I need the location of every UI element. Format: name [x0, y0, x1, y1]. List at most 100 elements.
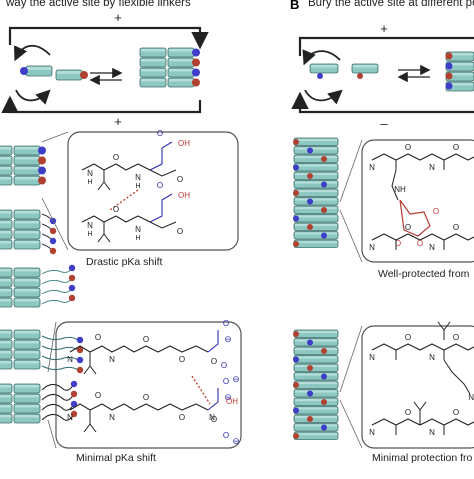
- cap-sphere: [317, 73, 323, 79]
- atom-label: ⊖: [232, 436, 240, 446]
- atom-label: O: [177, 227, 183, 236]
- atom-label: N: [135, 225, 141, 234]
- panel-a-title: way the active site by flexible linkers: [6, 0, 191, 9]
- rod: [0, 340, 12, 349]
- cap-sphere: [50, 218, 56, 224]
- bond: [150, 142, 172, 170]
- panel-a-bottom-loop: [10, 100, 200, 112]
- cap-sphere: [69, 275, 75, 281]
- rod-highlight: [15, 395, 39, 398]
- panel-b-inset-bottom-zoom-lines: [340, 326, 362, 448]
- rod: [294, 415, 338, 423]
- rod: [294, 330, 338, 338]
- rod-highlight: [15, 269, 39, 272]
- rod-highlight: [0, 241, 11, 244]
- rod: [0, 278, 12, 287]
- atom-label: N: [67, 413, 73, 422]
- cap-sphere: [307, 224, 313, 230]
- cap-sphere: [446, 63, 453, 70]
- cap-sphere: [69, 295, 75, 301]
- atom-label: N: [67, 355, 73, 364]
- atom-label: O: [223, 319, 229, 328]
- rod-highlight: [0, 385, 11, 388]
- panel-b-letter: B: [290, 0, 299, 12]
- atom-label: NH: [468, 393, 474, 402]
- rod: [14, 298, 40, 307]
- rod: [14, 288, 40, 297]
- rod-highlight: [295, 408, 337, 410]
- rod-highlight: [0, 221, 11, 224]
- rod: [14, 350, 40, 359]
- cap-sphere: [293, 382, 299, 388]
- rod-highlight: [15, 385, 39, 388]
- rod: [0, 268, 12, 277]
- rod: [140, 68, 166, 77]
- rod-highlight: [15, 241, 39, 244]
- cap-sphere: [293, 165, 299, 171]
- rod-highlight: [15, 177, 39, 180]
- rod-highlight: [0, 211, 11, 214]
- rod: [0, 288, 12, 297]
- rod: [14, 340, 40, 349]
- rod-highlight: [295, 433, 337, 435]
- rod: [294, 223, 338, 231]
- rod-highlight: [0, 415, 11, 418]
- atom-label: O: [405, 333, 411, 342]
- rod-highlight: [0, 269, 11, 272]
- rod-highlight: [141, 69, 165, 72]
- rod: [294, 138, 338, 146]
- panel-a-monomers: [20, 66, 88, 80]
- panel-a-caption-top: Drastic pKa shift: [86, 256, 162, 268]
- atom-label: O: [143, 393, 149, 402]
- atom-label: N: [429, 243, 435, 252]
- rod: [14, 360, 40, 369]
- bond: [90, 424, 96, 432]
- cap-sphere: [38, 177, 46, 185]
- rod-highlight: [57, 71, 81, 74]
- rod: [294, 189, 338, 197]
- atom-label: O: [223, 377, 229, 386]
- rod-highlight: [295, 331, 337, 333]
- panel-b-inset-top-zoom-lines: [340, 140, 362, 262]
- rod: [0, 176, 12, 185]
- atom-label: N: [369, 163, 375, 172]
- atom-label: O: [113, 153, 119, 162]
- cap-sphere: [192, 79, 200, 87]
- rod: [14, 414, 40, 423]
- rod: [294, 240, 338, 248]
- rod: [294, 398, 338, 406]
- rod: [14, 176, 40, 185]
- cap-sphere: [321, 233, 327, 239]
- rod-highlight: [15, 299, 39, 302]
- cap-sphere: [192, 49, 200, 57]
- rod: [140, 48, 166, 57]
- atom-label: O: [453, 333, 459, 342]
- rod: [14, 404, 40, 413]
- panel-b-assembly: [446, 52, 474, 91]
- rod: [294, 164, 338, 172]
- rod: [0, 384, 12, 393]
- rod: [294, 172, 338, 180]
- bond: [414, 402, 420, 425]
- rod-highlight: [295, 207, 337, 209]
- atom-label: H: [135, 183, 140, 190]
- hydrogen-bond: [192, 376, 210, 404]
- rod: [14, 220, 40, 229]
- panel-a-caption-bottom: Minimal pKa shift: [76, 452, 156, 464]
- rod-highlight: [295, 357, 337, 359]
- rod: [294, 155, 338, 163]
- rod-highlight: [15, 221, 39, 224]
- atom-label: N: [135, 173, 141, 182]
- rod: [0, 360, 12, 369]
- cap-sphere: [77, 357, 83, 363]
- atom-label: O: [211, 357, 217, 366]
- atom-label: O: [223, 431, 229, 440]
- atom-label: OH: [178, 191, 190, 200]
- cap-sphere: [77, 367, 83, 373]
- atom-label: N: [429, 428, 435, 437]
- bond: [420, 402, 426, 410]
- cap-sphere: [307, 391, 313, 397]
